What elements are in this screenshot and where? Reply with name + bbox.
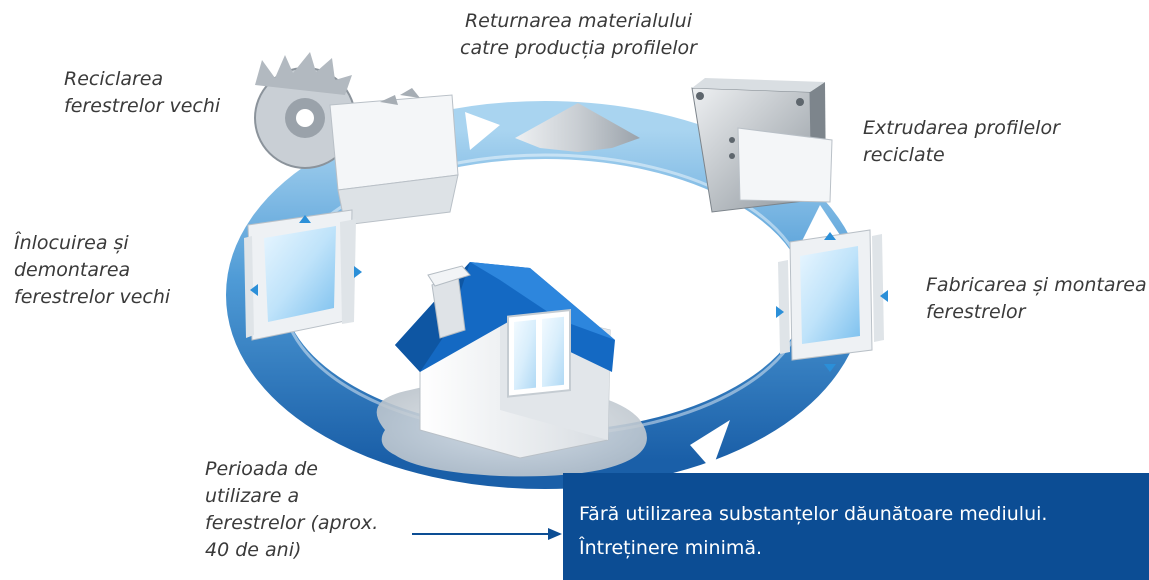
material-cone bbox=[515, 103, 640, 152]
label-perioada: Perioada de utilizare a ferestrelor (apr… bbox=[205, 458, 379, 561]
label-inlocuirea: Înlocuirea și demontarea ferestrelor vec… bbox=[14, 232, 171, 308]
old-window-illustration bbox=[244, 209, 356, 341]
label-extrudarea: Extrudarea profilelor reciclate bbox=[863, 117, 1060, 166]
label-fabricarea: Fabricarea și montarea ferestrelor bbox=[926, 274, 1147, 323]
small-arrows bbox=[250, 215, 888, 372]
connector-arrow bbox=[412, 528, 562, 540]
info-box-line-1: Fără utilizarea substanțelor dăunătoare … bbox=[579, 503, 1048, 525]
info-box: Fără utilizarea substanțelor dăunătoare … bbox=[563, 473, 1149, 580]
extruder-illustration bbox=[691, 78, 833, 213]
saw-blade-illustration bbox=[254, 52, 459, 226]
info-box-line-2: Întreținere minimă. bbox=[579, 537, 763, 559]
new-window-illustration bbox=[778, 229, 884, 361]
house-illustration bbox=[395, 262, 615, 459]
label-returnare-material: Returnarea materialului catre producția … bbox=[460, 10, 697, 59]
label-reciclarea: Reciclarea ferestrelor vechi bbox=[64, 68, 221, 117]
